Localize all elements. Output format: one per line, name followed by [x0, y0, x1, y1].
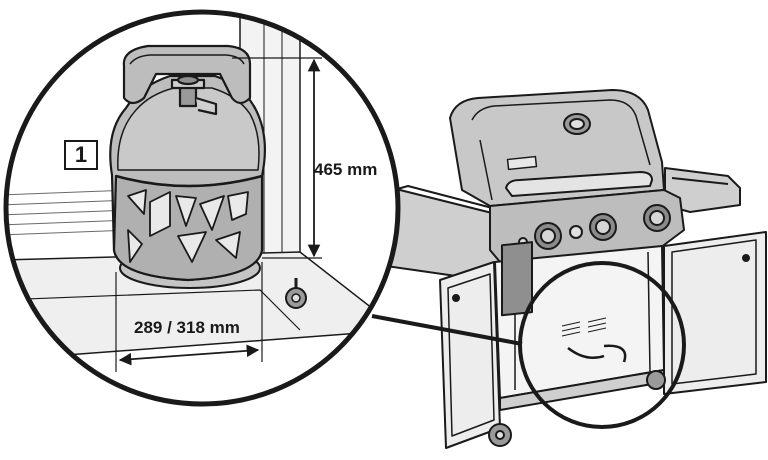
height-dimension	[232, 57, 322, 259]
tank-bracket	[501, 241, 533, 317]
floor-vents	[561, 317, 607, 337]
height-dimension-label: 465 mm	[314, 160, 378, 179]
zoom-detail	[3, 9, 401, 407]
tank-guide-rings	[567, 344, 627, 363]
width-dimension-label: 289 / 318 mm	[134, 318, 240, 337]
lid-handle	[505, 171, 653, 197]
propane-tank	[109, 44, 266, 282]
step-number-badge: 1	[64, 140, 98, 170]
width-dimension	[115, 262, 263, 372]
callout-leader	[371, 314, 523, 346]
lid-nameplate	[506, 155, 538, 171]
wheel-rear	[646, 370, 666, 390]
gas-grill	[347, 89, 767, 449]
right-door	[663, 231, 767, 395]
